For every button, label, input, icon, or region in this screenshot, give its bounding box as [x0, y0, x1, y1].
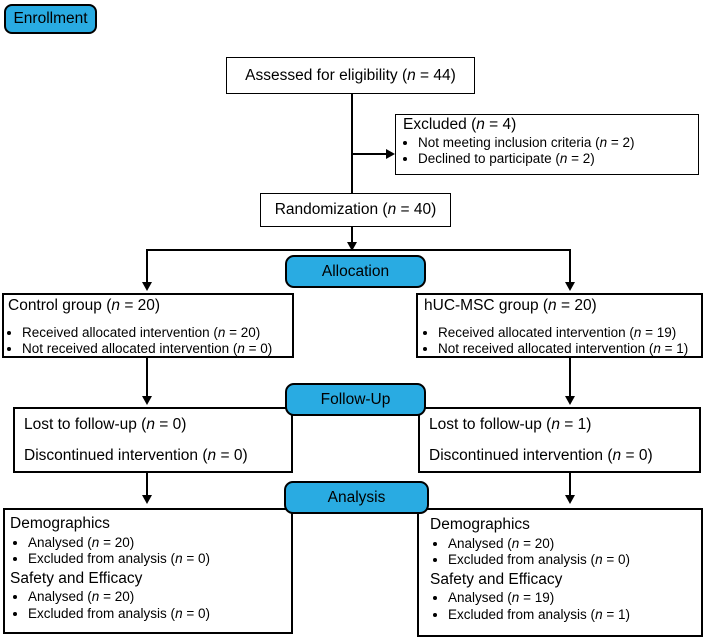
analysis-bullet: Analysed (n = 20)	[28, 535, 291, 551]
analysis-bullet: Excluded from analysis (n = 0)	[28, 606, 291, 622]
assessed-eligibility-text: Assessed for eligibility (n = 44)	[245, 66, 456, 84]
followup-left-line: Discontinued intervention (n = 0)	[24, 447, 248, 464]
connector-line-excluded-branch	[352, 153, 386, 155]
connector-line-assessed-to-randomization	[351, 93, 353, 194]
excluded-bullet-list: Not meeting inclusion criteria (n = 2) D…	[403, 135, 698, 168]
hucmsc-group-bullet: Received allocated intervention (n = 19)	[438, 325, 701, 341]
excluded-title: Excluded (n = 4)	[403, 116, 517, 133]
connector-line-left-to-analysis	[146, 473, 148, 496]
randomization-box: Randomization (n = 40)	[260, 193, 451, 227]
analysis-bullet: Analysed (n = 20)	[448, 536, 701, 552]
analysis-bullet-list: Analysed (n = 20) Excluded from analysis…	[430, 536, 701, 569]
followup-left-line: Lost to follow-up (n = 0)	[24, 416, 187, 433]
control-group-box: Control group (n = 20) Received allocate…	[2, 293, 294, 358]
analysis-section-title: Demographics	[10, 515, 110, 532]
hucmsc-group-bullet-list: Received allocated intervention (n = 19)…	[424, 325, 701, 358]
enrollment-stage-label: Enrollment	[13, 10, 88, 27]
analysis-stage-label: Analysis	[327, 488, 386, 506]
followup-right-line: Lost to follow-up (n = 1)	[429, 416, 592, 433]
randomization-text: Randomization (n = 40)	[274, 201, 437, 218]
analysis-right-demographics-section: Demographics Analysed (n = 20) Excluded …	[430, 516, 701, 569]
control-group-bullet-list: Received allocated intervention (n = 20)…	[8, 325, 292, 358]
follow-up-stage-badge: Follow-Up	[285, 383, 426, 416]
control-group-bullet: Received allocated intervention (n = 20)	[22, 325, 292, 341]
connector-line-split-horizontal	[147, 249, 571, 251]
connector-line-left-to-followup	[146, 358, 148, 397]
arrowhead-right-excluded-icon	[386, 148, 395, 159]
analysis-right-safety-section: Safety and Efficacy Analysed (n = 19) Ex…	[430, 571, 701, 624]
followup-left-box: Lost to follow-up (n = 0) Discontinued i…	[13, 407, 293, 473]
arrowhead-down-left-analysis-icon	[141, 495, 152, 504]
excluded-bullet: Declined to participate (n = 2)	[418, 151, 698, 167]
allocation-stage-label: Allocation	[321, 262, 390, 280]
analysis-bullet: Excluded from analysis (n = 0)	[448, 552, 701, 568]
followup-right-line: Discontinued intervention (n = 0)	[429, 447, 653, 464]
analysis-bullet: Excluded from analysis (n = 1)	[448, 607, 701, 623]
arrowhead-down-left-group-icon	[141, 282, 152, 291]
analysis-left-safety-section: Safety and Efficacy Analysed (n = 20) Ex…	[10, 570, 291, 623]
analysis-bullet-list: Analysed (n = 19) Excluded from analysis…	[430, 590, 701, 623]
connector-line-randomization-down	[351, 227, 353, 243]
analysis-left-demographics-section: Demographics Analysed (n = 20) Excluded …	[10, 515, 291, 568]
arrowhead-down-right-group-icon	[564, 282, 575, 291]
hucmsc-group-title: hUC-MSC group (n = 20)	[424, 297, 597, 314]
analysis-section-title: Safety and Efficacy	[430, 570, 563, 588]
connector-line-right-to-analysis	[569, 473, 571, 496]
follow-up-stage-label: Follow-Up	[320, 390, 391, 408]
allocation-stage-badge: Allocation	[285, 255, 426, 288]
analysis-bullet-list: Analysed (n = 20) Excluded from analysis…	[10, 589, 291, 622]
connector-line-right-drop	[569, 249, 571, 283]
control-group-title: Control group (n = 20)	[8, 297, 161, 314]
control-group-bullet: Not received allocated intervention (n =…	[22, 341, 292, 357]
excluded-box: Excluded (n = 4) Not meeting inclusion c…	[395, 114, 699, 175]
analysis-bullet: Excluded from analysis (n = 0)	[28, 551, 291, 567]
analysis-left-box: Demographics Analysed (n = 20) Excluded …	[3, 508, 293, 634]
analysis-bullet: Analysed (n = 20)	[28, 589, 291, 605]
analysis-stage-badge: Analysis	[284, 481, 429, 514]
arrowhead-down-left-followup-icon	[141, 396, 152, 405]
analysis-section-title: Safety and Efficacy	[10, 569, 143, 587]
analysis-right-box: Demographics Analysed (n = 20) Excluded …	[417, 508, 703, 637]
analysis-section-title: Demographics	[430, 516, 530, 533]
connector-line-right-to-followup	[569, 358, 571, 397]
followup-right-box: Lost to follow-up (n = 1) Discontinued i…	[418, 407, 701, 473]
arrowhead-down-split-icon	[346, 242, 357, 251]
hucmsc-group-box: hUC-MSC group (n = 20) Received allocate…	[416, 293, 703, 358]
analysis-bullet: Analysed (n = 19)	[448, 590, 701, 606]
connector-line-left-drop	[146, 249, 148, 283]
arrowhead-down-right-followup-icon	[564, 396, 575, 405]
arrowhead-down-right-analysis-icon	[564, 495, 575, 504]
analysis-bullet-list: Analysed (n = 20) Excluded from analysis…	[10, 535, 291, 568]
assessed-eligibility-box: Assessed for eligibility (n = 44)	[226, 57, 475, 94]
enrollment-stage-badge: Enrollment	[4, 4, 97, 34]
excluded-bullet: Not meeting inclusion criteria (n = 2)	[418, 135, 698, 151]
hucmsc-group-bullet: Not received allocated intervention (n =…	[438, 341, 701, 357]
